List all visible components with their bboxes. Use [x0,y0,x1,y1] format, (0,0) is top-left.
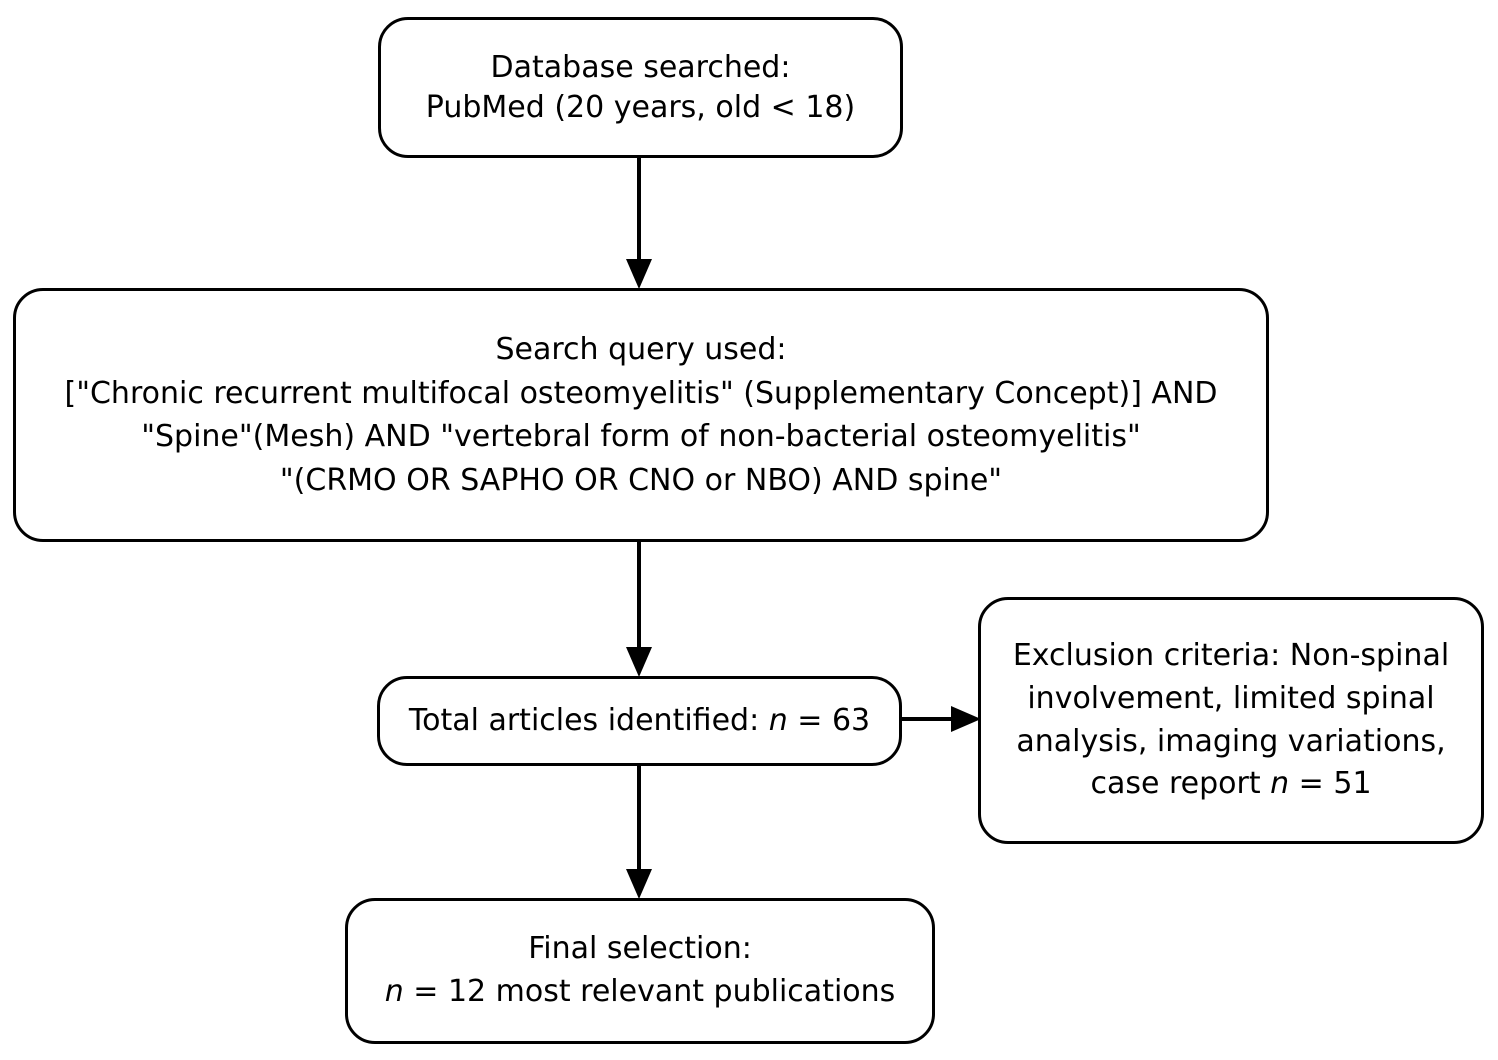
arrow-database-to-query [623,155,655,290]
arrow-total-to-final [623,763,655,900]
total-articles-text: Total articles identified: n = 63 [409,701,870,741]
exclusion-equals: = [1289,766,1334,802]
total-articles-n-symbol: n [768,703,788,739]
total-articles-label: Total articles identified: [408,703,769,739]
query-line-3: "Spine"(Mesh) AND "vertebral form of non… [141,419,1141,454]
exclusion-line-1: Exclusion criteria: Non-spinal [1012,638,1450,674]
total-articles-equals: = [787,703,832,739]
node-database-searched: Database searched: PubMed (20 years, old… [378,17,903,158]
database-line-1: Database searched: [490,49,791,85]
final-equals: = [403,974,448,1009]
node-total-articles: Total articles identified: n = 63 [377,676,902,766]
exclusion-line-4: case report n = 51 [1090,763,1371,806]
database-line-2: PubMed (20 years, old < 18) [425,89,856,125]
exclusion-case-report-label: case report [1090,766,1271,802]
arrow-query-to-total [623,539,655,678]
final-line-2: n = 12 most relevant publications [385,971,896,1014]
query-line-4: "(CRMO OR SAPHO OR CNO or NBO) AND spine… [279,462,1003,498]
exclusion-line-3: analysis, imaging variations, [1016,723,1446,759]
final-suffix: most relevant publications [486,974,896,1009]
final-line-1: Final selection: [528,931,752,967]
exclusion-count: 51 [1333,766,1372,802]
arrow-total-to-exclusion [899,703,983,735]
exclusion-n-symbol: n [1270,766,1290,802]
node-final-selection: Final selection: n = 12 most relevant pu… [345,898,935,1044]
exclusion-line-2: involvement, limited spinal [1027,680,1435,716]
final-n-symbol: n [384,974,404,1009]
node-exclusion-criteria: Exclusion criteria: Non-spinal involveme… [978,597,1484,844]
node-search-query: Search query used: ["Chronic recurrent m… [13,288,1269,542]
final-count: 12 [447,974,487,1009]
total-articles-count: 63 [831,703,871,739]
query-line-1: Search query used: [495,332,787,367]
query-line-2: ["Chronic recurrent multifocal osteomyel… [64,375,1218,411]
